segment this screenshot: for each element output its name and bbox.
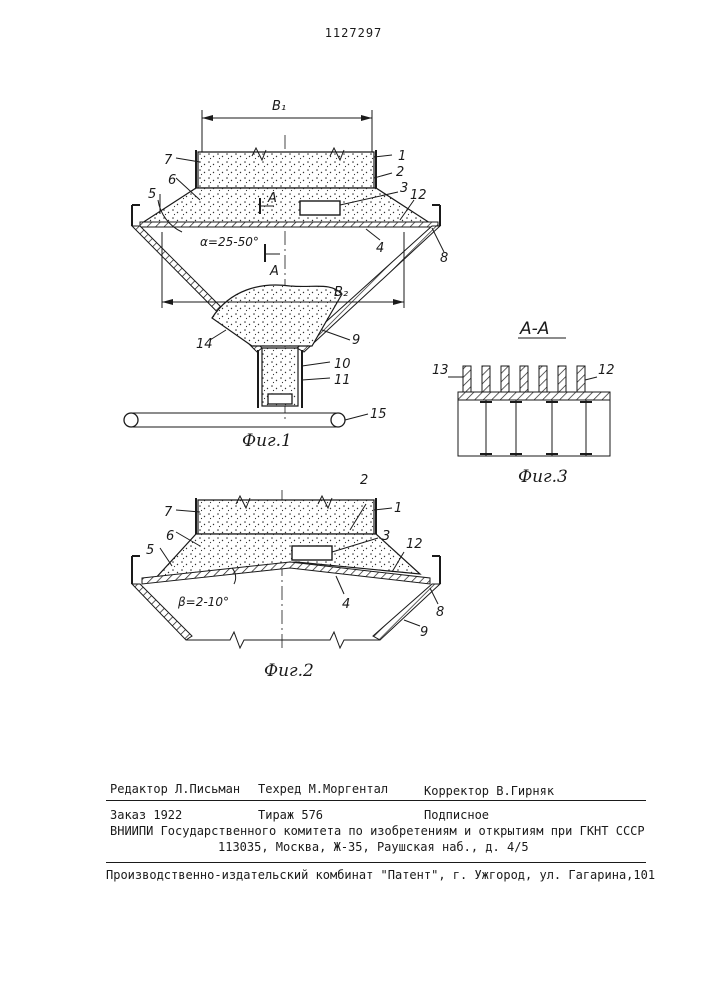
f2-label-12: 12 [406,537,423,552]
outlet-gate [268,394,292,404]
circulation: Тираж 576 [258,808,323,822]
angle-beta-label: β=2-10° [177,595,229,609]
sand-layer [142,188,430,223]
f1-label-15: 15 [370,407,387,422]
colophon-rule-bottom [106,862,646,863]
f1-label-1: 1 [398,149,406,164]
fins-13 [463,366,585,392]
f2-label-2: 2 [360,473,368,488]
f2-label-5: 5 [146,543,154,558]
component-3-fig2 [292,546,332,560]
corrector-credit: Корректор В.Гирняк [424,784,554,798]
figure-1: B₁ [124,99,448,451]
figure-2: β=2-10° 7 6 5 2 1 3 12 4 8 9 Фиг.2 [132,473,444,681]
f1-label-11: 11 [334,373,351,388]
f1-label-14: 14 [196,337,213,352]
figure-3-caption: Фиг.3 [518,467,568,487]
f1-label-10: 10 [334,357,351,372]
sand-container-2 [198,500,374,534]
dim-b1-label: B₁ [272,99,286,114]
plate-12 [458,392,610,400]
figure-2-caption: Фиг.2 [264,661,314,681]
f2-label-8: 8 [436,605,444,620]
f2-label-3: 3 [382,529,390,544]
funnel-right-wall-2 [373,584,440,640]
dim-b2-label: B₂ [334,285,348,300]
section-mark-bottom: A [269,264,279,279]
f1-label-4: 4 [376,241,384,256]
techred-credit: Техред М.Моргентал [258,782,388,796]
dimension-b1: B₁ [202,99,372,152]
f1-label-7: 7 [164,153,173,168]
sand-container [198,152,374,188]
section-title-a-a: A-A [519,319,549,339]
printer-line: Производственно-издательский комбинат "П… [106,868,655,882]
sand-heap [212,285,342,346]
patent-drawings: B₁ [0,0,707,760]
f3-label-12: 12 [598,363,615,378]
f3-label-13: 13 [432,363,449,378]
subscription-note: Подписное [424,808,489,822]
f2-label-1: 1 [394,501,402,516]
colophon-rule-top [106,800,646,801]
editor-credit: Редактор Л.Письман [110,782,240,796]
conveyor-15 [124,413,345,427]
order-number: Заказ 1922 [110,808,182,822]
f1-label-5: 5 [148,187,156,202]
figure-3: A-A [432,319,615,487]
f1-label-8: 8 [440,251,448,266]
f2-label-9: 9 [420,625,428,640]
f1-label-6: 6 [168,173,176,188]
f2-label-6: 6 [166,529,174,544]
figure-1-caption: Фиг.1 [242,431,292,451]
section-body [458,400,610,456]
f2-label-7: 7 [164,505,173,520]
publisher-organization: ВНИИПИ Государственного комитета по изоб… [110,824,645,838]
plate-4 [140,222,438,227]
funnel-left-wall-2 [132,584,192,640]
publisher-address: 113035, Москва, Ж-35, Раушская наб., д. … [218,840,529,854]
f1-label-2: 2 [396,165,404,180]
f1-label-12: 12 [410,188,427,203]
angle-alpha-label: α=25-50° [200,235,259,249]
component-3 [300,201,340,215]
f1-label-3: 3 [400,181,408,196]
f1-label-9: 9 [352,333,360,348]
section-mark-top: A [267,191,277,206]
f2-label-4: 4 [342,597,350,612]
